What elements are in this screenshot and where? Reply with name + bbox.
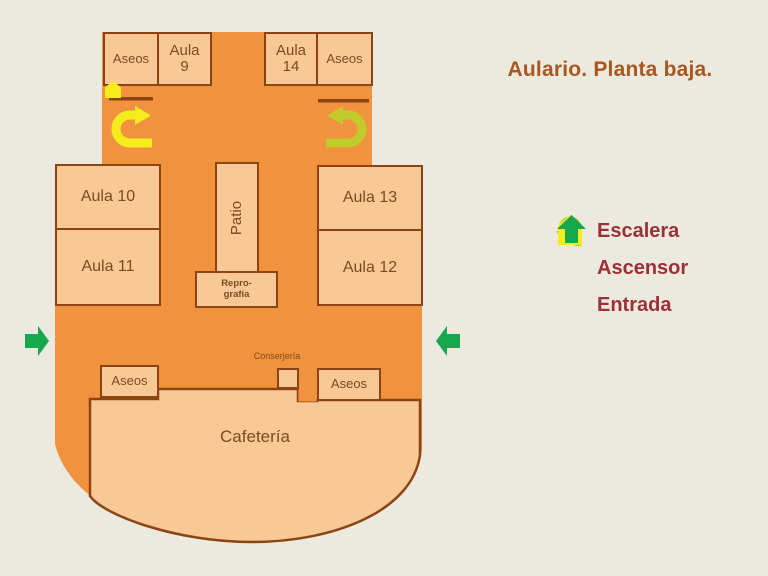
patio-label: Patio xyxy=(227,200,245,235)
room-aula-13: Aula 13 xyxy=(317,165,423,231)
page-title: Aulario. Planta baja. xyxy=(507,58,713,81)
room-aseos-bottom-right: Aseos xyxy=(317,368,381,401)
room-aula-10: Aula 10 xyxy=(55,164,161,230)
conserjeria-label: Conserjería xyxy=(253,351,301,361)
room-aula-12: Aula 12 xyxy=(317,229,423,306)
legend-label-entrance: Entrada xyxy=(597,293,672,316)
room-patio: Patio xyxy=(215,162,259,273)
stairs-uturn-arrow-right-icon xyxy=(326,106,367,148)
room-aseos-top-left: Aseos xyxy=(103,32,159,86)
wall-segment-right xyxy=(318,99,369,103)
cafeteria-label: Cafetería xyxy=(220,427,290,446)
room-aula-14: Aula 14 xyxy=(264,32,318,86)
wall-segment-left xyxy=(109,97,153,101)
room-aula-11: Aula 11 xyxy=(55,228,161,306)
room-aula-9: Aula 9 xyxy=(157,32,212,86)
room-aseos-top-right: Aseos xyxy=(316,32,373,86)
cafeteria-doorway xyxy=(298,365,317,402)
room-reprografia: Repro- grafía xyxy=(195,271,278,308)
room-conserjeria-booth xyxy=(277,368,299,389)
legend: Escalera Ascensor Entrada xyxy=(556,214,726,322)
legend-item-entrance: Entrada xyxy=(556,215,726,322)
room-aseos-bottom-left: Aseos xyxy=(100,365,159,398)
legend-item-elevator: Ascensor xyxy=(556,215,726,285)
legend-label-elevator: Ascensor xyxy=(597,256,689,279)
cafeteria-area xyxy=(88,387,422,544)
legend-label-stairs: Escalera xyxy=(597,219,680,242)
stairs-uturn-arrow-left-icon xyxy=(111,106,152,148)
